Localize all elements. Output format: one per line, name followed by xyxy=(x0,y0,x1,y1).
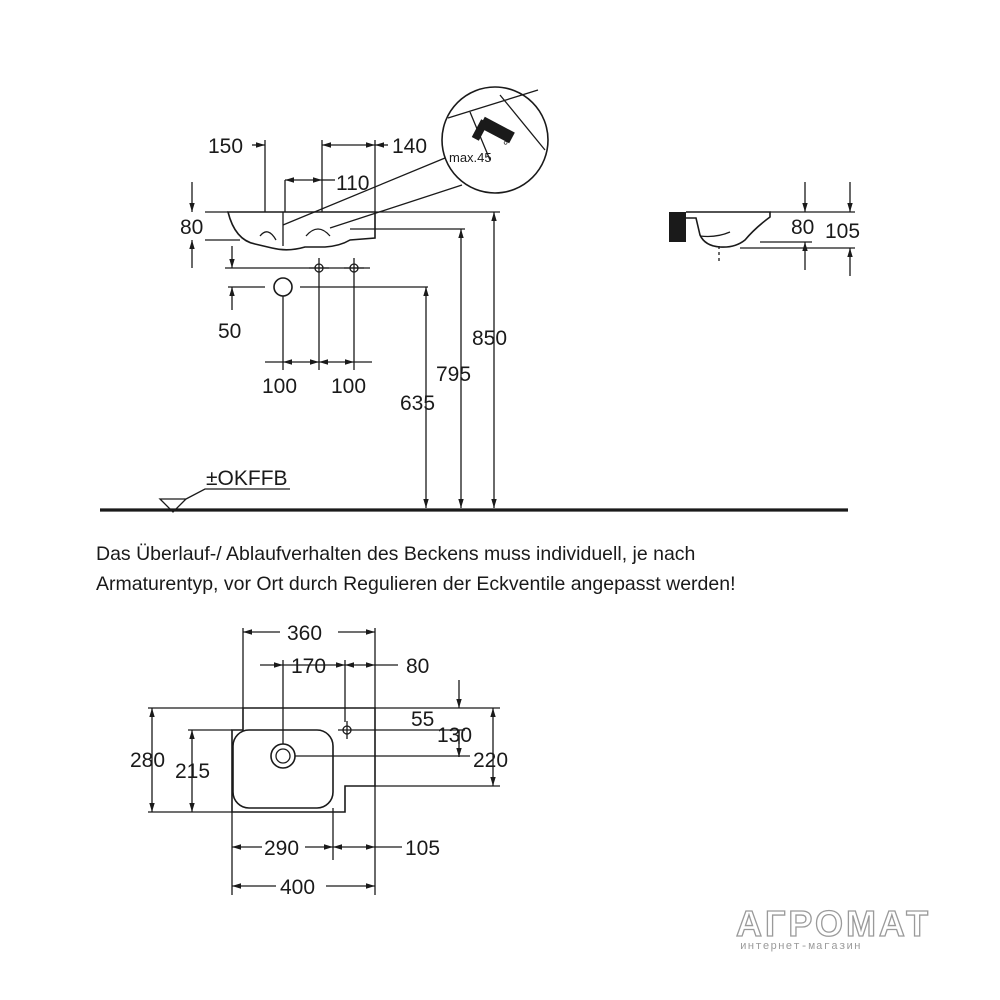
floor-marker xyxy=(158,488,290,513)
drain-outlet xyxy=(273,277,293,297)
dim-110: 110 xyxy=(336,172,369,195)
plan-view: 360 170 80 55 130 220 280 215 290 105 xyxy=(130,622,508,899)
logo-tagline: интернет-магазин xyxy=(740,941,862,953)
dim-170: 170 xyxy=(291,655,326,678)
dim-50: 50 xyxy=(218,320,241,343)
note-line-2: Armaturentyp, vor Ort durch Regulieren d… xyxy=(96,573,736,595)
dim-215: 215 xyxy=(175,760,210,783)
dim-850: 850 xyxy=(472,327,507,350)
svg-text:°: ° xyxy=(503,138,508,153)
dim-end-105: 105 xyxy=(825,220,860,243)
dim-280: 280 xyxy=(130,749,165,772)
logo-name: АГРОМАТ xyxy=(735,903,932,944)
basin-end-profile xyxy=(686,211,771,248)
detail-circle xyxy=(441,86,549,194)
overflow-pipe xyxy=(471,116,515,144)
dim-140: 140 xyxy=(392,135,427,158)
dim-80-left: 80 xyxy=(180,216,203,239)
side-view: 150 140 110 80 50 100 100 xyxy=(100,86,848,513)
dim-220: 220 xyxy=(473,749,508,772)
floor-label: ±OKFFB xyxy=(206,467,288,490)
basin-plan-outline xyxy=(231,707,376,813)
dim-130: 130 xyxy=(437,724,472,747)
dim-100-a: 100 xyxy=(262,375,297,398)
dim-plan-80: 80 xyxy=(406,655,429,678)
dim-635: 635 xyxy=(400,392,435,415)
dim-360: 360 xyxy=(287,622,322,645)
installation-note: Das Überlauf-/ Ablaufverhalten des Becke… xyxy=(96,539,976,599)
dim-150: 150 xyxy=(208,135,243,158)
dim-400: 400 xyxy=(280,876,315,899)
basin-side-profile xyxy=(226,211,376,251)
dim-100-b: 100 xyxy=(331,375,366,398)
dim-end-80: 80 xyxy=(791,216,814,239)
end-view: 80 105 xyxy=(669,182,860,276)
dim-795: 795 xyxy=(436,363,471,386)
dim-55: 55 xyxy=(411,708,434,731)
note-line-1: Das Überlauf-/ Ablaufverhalten des Becke… xyxy=(96,543,696,565)
watermark-logo: АГРОМАТ интернет-магазин xyxy=(735,903,936,953)
dim-290: 290 xyxy=(264,837,299,860)
dim-plan-105: 105 xyxy=(405,837,440,860)
detail-label: max.45 xyxy=(449,150,492,165)
